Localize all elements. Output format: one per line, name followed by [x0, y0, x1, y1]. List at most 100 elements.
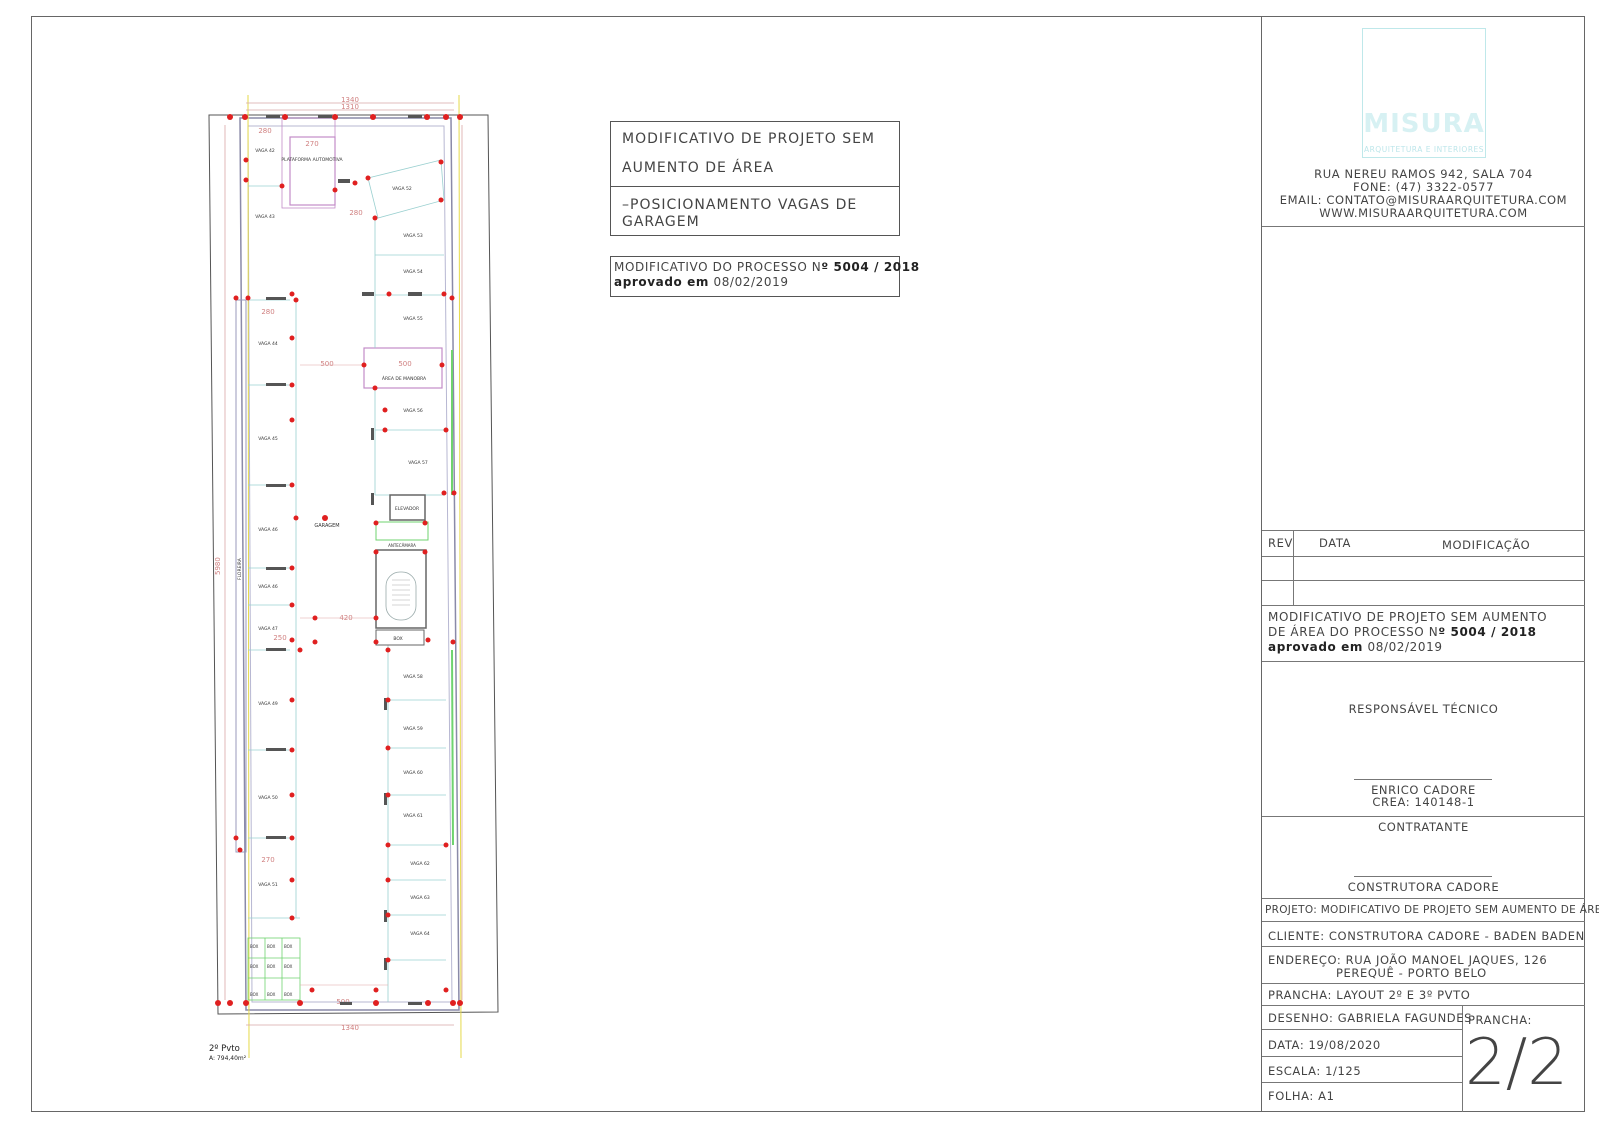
project-line: PROJETO: MODIFICATIVO DE PROJETO SEM AUM… — [1265, 904, 1599, 916]
office-phone: FONE: (47) 3322-0577 — [1352, 180, 1494, 194]
elevator-label: ELEVADOR — [395, 506, 419, 512]
sheet-number: 2/2 — [1465, 1026, 1568, 1100]
antechamber-label: ANTECÂMARA — [388, 543, 416, 548]
dim-top-outer: 1340 — [341, 96, 359, 104]
vaga-label: VAGA 46 — [258, 584, 278, 590]
garage-label: GARAGEM — [314, 523, 339, 529]
contractor-name: CONSTRUTORA CADORE — [1347, 880, 1500, 894]
dim-label: 270 — [305, 140, 318, 148]
box-cell: BOX — [284, 964, 293, 969]
dim-label: 280 — [261, 308, 274, 316]
dim-label: 500 — [398, 360, 411, 368]
dim-label: 500 — [320, 360, 333, 368]
dim-label: 280 — [349, 209, 362, 217]
vaga-label: VAGA 45 — [258, 436, 278, 442]
vaga-label: VAGA 56 — [403, 408, 423, 414]
office-website: WWW.MISURAARQUITETURA.COM — [1319, 206, 1528, 220]
date-line: DATA: 19/08/2020 — [1268, 1038, 1381, 1052]
modification-approved-date: 08/02/2019 — [1367, 640, 1443, 654]
building-inner-outline — [247, 125, 453, 1003]
process-note-box — [610, 256, 900, 297]
vaga-label: VAGA 50 — [258, 795, 278, 801]
vaga-label: VAGA 49 — [258, 701, 278, 707]
approved-date: 08/02/2019 — [713, 275, 789, 289]
process-prefix: MODIFICATIVO DO PROCESSO N — [614, 260, 822, 274]
sheet-number-label: PRANCHA: — [1468, 1013, 1532, 1027]
responsible-label: RESPONSÁVEL TÉCNICO — [1348, 702, 1499, 716]
stair-core — [375, 549, 427, 629]
title-note-box — [610, 121, 900, 236]
vaga-label: VAGA 44 — [258, 341, 278, 347]
modification-desc-line1: MODIFICATIVO DE PROJETO SEM AUMENTO — [1268, 610, 1548, 624]
approved-line: aprovado em 08/02/2019 — [614, 275, 789, 289]
dim-label: 280 — [258, 127, 271, 135]
modification-desc-line2: DE ÁREA DO PROCESSO Nº 5004 / 2018 — [1268, 625, 1537, 639]
vaga-label: VAGA 54 — [403, 269, 423, 275]
modification-header: MODIFICAÇÃO — [1442, 538, 1531, 552]
office-address: RUA NEREU RAMOS 942, SALA 704 — [1314, 167, 1533, 181]
box-cell: BOX — [250, 964, 259, 969]
vaga-label: VAGA 47 — [258, 626, 278, 632]
building-outline — [239, 117, 460, 1011]
maneuver-label: ÁREA DE MANOBRA — [382, 375, 427, 382]
box-cell: BOX — [267, 964, 276, 969]
maneuver-area — [363, 347, 443, 389]
contractor-label: CONTRATANTE — [1378, 820, 1469, 834]
note-subtitle-line1: –POSICIONAMENTO VAGAS DE — [622, 197, 858, 213]
dim-label: 270 — [261, 856, 274, 864]
logo-box: MISURA ARQUITETURA E INTERIORES — [1362, 28, 1486, 158]
vaga-label: VAGA 43 — [255, 214, 275, 220]
box-cell: BOX — [267, 992, 276, 997]
vaga-label: VAGA 52 — [392, 186, 412, 192]
dim-bottom: 1340 — [341, 1024, 359, 1032]
folha-line: FOLHA: A1 — [1268, 1089, 1335, 1103]
rev-header: REV — [1268, 536, 1293, 550]
dim-top-inner: 1310 — [341, 103, 359, 111]
box-cell: BOX — [250, 944, 259, 949]
process-line: MODIFICATIVO DO PROCESSO Nº 5004 / 2018 — [614, 260, 920, 274]
vaga-label: VAGA 55 — [403, 316, 423, 322]
elevator-shaft — [389, 494, 426, 521]
sheet-border — [31, 16, 1585, 1112]
modification-desc-number: º 5004 / 2018 — [1438, 625, 1537, 639]
vaga-label: VAGA 60 — [403, 770, 423, 776]
vaga-label: VAGA 46 — [258, 527, 278, 533]
site-address-line1: ENDEREÇO: RUA JOÃO MANOEL JAQUES, 126 — [1268, 953, 1548, 967]
vaga-label: VAGA 59 — [403, 726, 423, 732]
vaga-label: VAGA 58 — [403, 674, 423, 680]
process-number: º 5004 / 2018 — [821, 260, 920, 274]
company-logo-subtitle: ARQUITETURA E INTERIORES — [1363, 145, 1485, 154]
responsible-name: ENRICO CADORE — [1371, 783, 1476, 797]
note-title-line1: MODIFICATIVO DE PROJETO SEM — [622, 131, 876, 147]
site-address-line2: PEREQUÊ - PORTO BELO — [1336, 966, 1487, 980]
office-email: EMAIL: CONTATO@MISURAARQUITETURA.COM — [1279, 193, 1568, 207]
title-block: MISURA ARQUITETURA E INTERIORES RUA NERE… — [1261, 16, 1599, 1112]
box-label: BOX — [393, 636, 402, 642]
vaga-label: VAGA 53 — [403, 233, 423, 239]
approved-label: aprovado em — [614, 275, 710, 289]
sheet-line: PRANCHA: LAYOUT 2º E 3º PVTO — [1268, 988, 1471, 1002]
modification-desc-prefix: DE ÁREA DO PROCESSO N — [1268, 625, 1439, 639]
vaga-label: VAGA 62 — [410, 861, 430, 867]
floor-name: 2º Pvto — [209, 1044, 240, 1054]
client-line: CLIENTE: CONSTRUTORA CADORE - BADEN BADE… — [1268, 929, 1585, 943]
date-header: DATA — [1319, 536, 1352, 550]
drawing-line: DESENHO: GABRIELA FAGUNDES — [1268, 1011, 1473, 1025]
box-cell: BOX — [284, 944, 293, 949]
modification-desc-line3: aprovado em 08/02/2019 — [1268, 640, 1443, 654]
responsible-crea: CREA: 140148-1 — [1372, 795, 1475, 809]
dim-label: 250 — [273, 634, 286, 642]
box-cell: BOX — [284, 992, 293, 997]
vaga-label: VAGA 64 — [410, 931, 430, 937]
vaga-label: VAGA 57 — [408, 460, 428, 466]
vaga-label: VAGA 51 — [258, 882, 278, 888]
flower-label: FLOREIRA — [237, 557, 243, 580]
lift-label: PLATAFORMA AUTOMOTIVA — [281, 157, 343, 163]
dim-left-total: 5980 — [214, 557, 222, 575]
box-cell: BOX — [267, 944, 276, 949]
floor-area: A: 794,40m² — [209, 1055, 247, 1062]
vaga-label: VAGA 63 — [410, 895, 430, 901]
lot-outline — [208, 114, 499, 1015]
box-cell: BOX — [250, 992, 259, 997]
